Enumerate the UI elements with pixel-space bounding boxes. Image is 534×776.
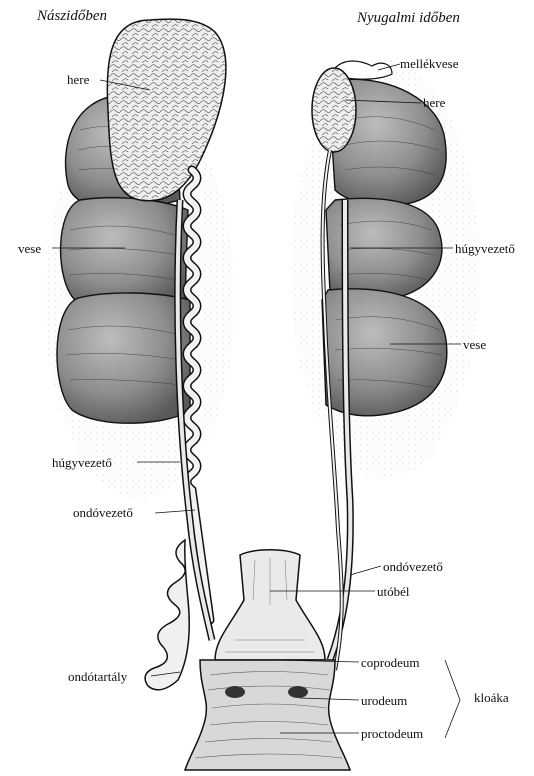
label-seminal-vesicle: ondótartály <box>68 669 127 684</box>
label-cloaca: kloáka <box>474 690 509 705</box>
right-testis <box>312 68 356 152</box>
left-urogenital-opening <box>225 686 245 698</box>
label-left-vas-deferens: ondóvezető <box>73 505 133 520</box>
label-coprodeum: coprodeum <box>361 655 419 670</box>
label-urodeum: urodeum <box>361 693 407 708</box>
label-left-ureter: húgyvezető <box>52 455 112 470</box>
label-right-vas-deferens: ondóvezető <box>383 559 443 574</box>
right-kidney-lobe-bottom <box>322 289 447 416</box>
left-seminal-vesicle <box>145 540 189 690</box>
heading-breeding-season: Nászidőben <box>37 8 107 25</box>
label-hindgut: utóbél <box>377 584 410 599</box>
left-organ-group <box>45 19 235 690</box>
label-right-kidney: vese <box>463 337 486 352</box>
label-left-kidney: vese <box>18 241 41 256</box>
right-organ-group <box>290 60 480 670</box>
cloaca-body <box>185 660 350 770</box>
label-right-testis: here <box>423 95 445 110</box>
right-urogenital-opening <box>288 686 308 698</box>
label-proctodeum: proctodeum <box>361 726 423 741</box>
cloaca-group <box>185 550 350 770</box>
label-right-ureter: húgyvezető <box>455 241 515 256</box>
label-adrenal-gland: mellékvese <box>400 56 458 71</box>
label-left-testis: here <box>67 72 89 87</box>
heading-resting-season: Nyugalmi időben <box>357 10 460 27</box>
